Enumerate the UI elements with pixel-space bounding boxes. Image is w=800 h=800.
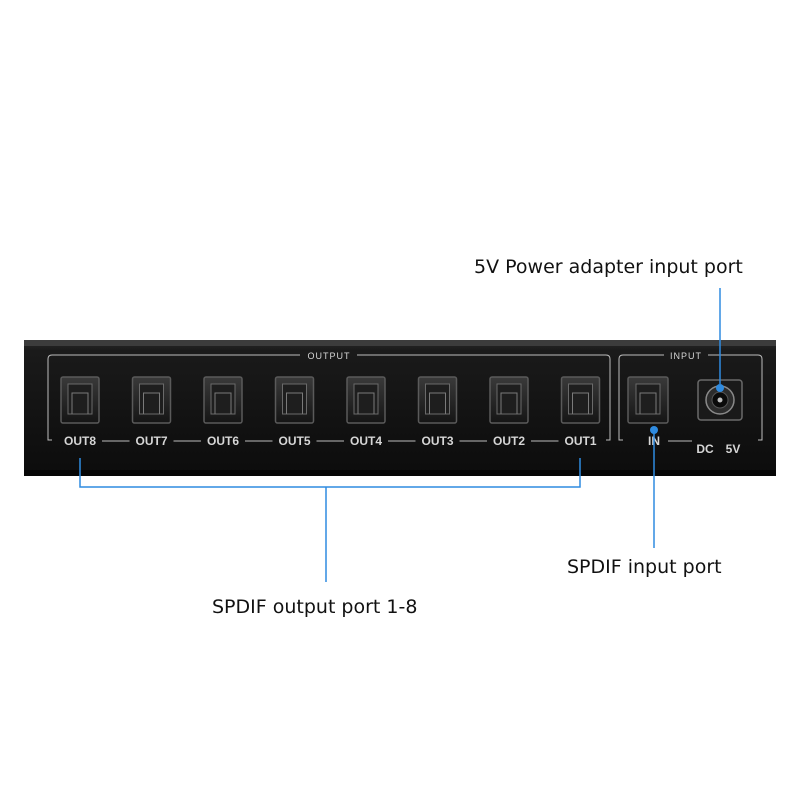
output-port-label: OUT1 xyxy=(564,434,596,448)
dc-power-jack xyxy=(697,379,743,421)
callout-dots xyxy=(650,384,724,434)
spdif-output-callout-text: SPDIF output port 1-8 xyxy=(212,596,417,618)
output-port-label: OUT6 xyxy=(207,434,239,448)
device-top-edge xyxy=(24,340,776,346)
output-port-label: OUT8 xyxy=(64,434,96,448)
spdif-input-port xyxy=(627,376,669,424)
output-port-label: OUT3 xyxy=(421,434,453,448)
power-callout-text: 5V Power adapter input port xyxy=(474,256,743,278)
spdif-output-port xyxy=(346,376,386,424)
output-port-label: OUT2 xyxy=(493,434,525,448)
dc-label: DC xyxy=(696,442,714,456)
spdif-input-callout-dot xyxy=(650,426,658,434)
device-body xyxy=(24,340,776,476)
spdif-input-callout-text: SPDIF input port xyxy=(567,556,722,578)
spdif-output-port xyxy=(417,376,458,424)
output-bracket-line xyxy=(79,458,581,488)
spdif-output-port xyxy=(489,376,529,424)
spdif-output-port xyxy=(274,376,315,424)
spdif-output-port xyxy=(560,376,601,424)
spdif-output-port xyxy=(203,376,243,424)
spdif-output-port xyxy=(60,376,100,424)
output-port-label: OUT7 xyxy=(135,434,167,448)
device-bottom-edge xyxy=(24,470,776,476)
output-ports: OUT8 OUT7 OUT6 OUT5 OUT4 OUT3 OUT2 OUT1 xyxy=(60,376,601,448)
input-group-label: INPUT xyxy=(670,351,702,361)
voltage-label: 5V xyxy=(726,442,741,456)
output-port-label: OUT4 xyxy=(350,434,382,448)
output-group-label: OUTPUT xyxy=(308,351,351,361)
output-group xyxy=(47,354,611,441)
spdif-output-port xyxy=(131,376,172,424)
output-port-label: OUT5 xyxy=(278,434,310,448)
power-callout-dot xyxy=(716,384,724,392)
callout-lines xyxy=(79,288,721,582)
input-group xyxy=(618,354,763,441)
